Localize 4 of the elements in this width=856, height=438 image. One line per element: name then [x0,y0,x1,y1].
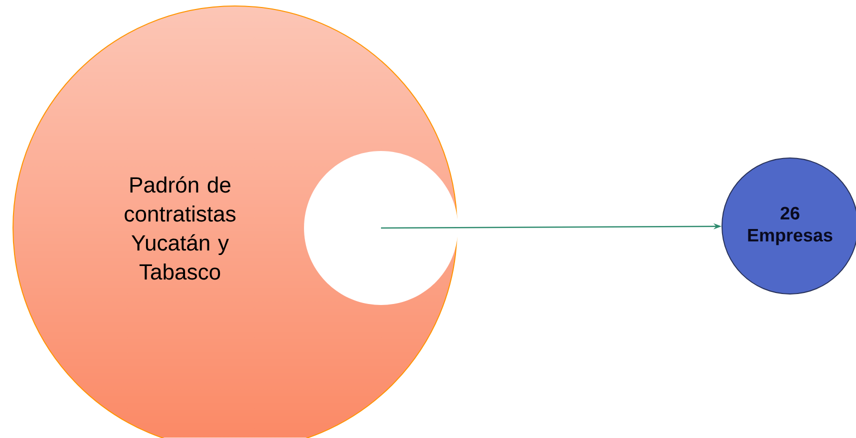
node-label: 26 Empresas [748,206,832,246]
circle-shape [304,151,458,305]
circle-shape [722,158,856,294]
node-label: Padrón de contratistas Yucatán y Tabasco [124,176,236,280]
